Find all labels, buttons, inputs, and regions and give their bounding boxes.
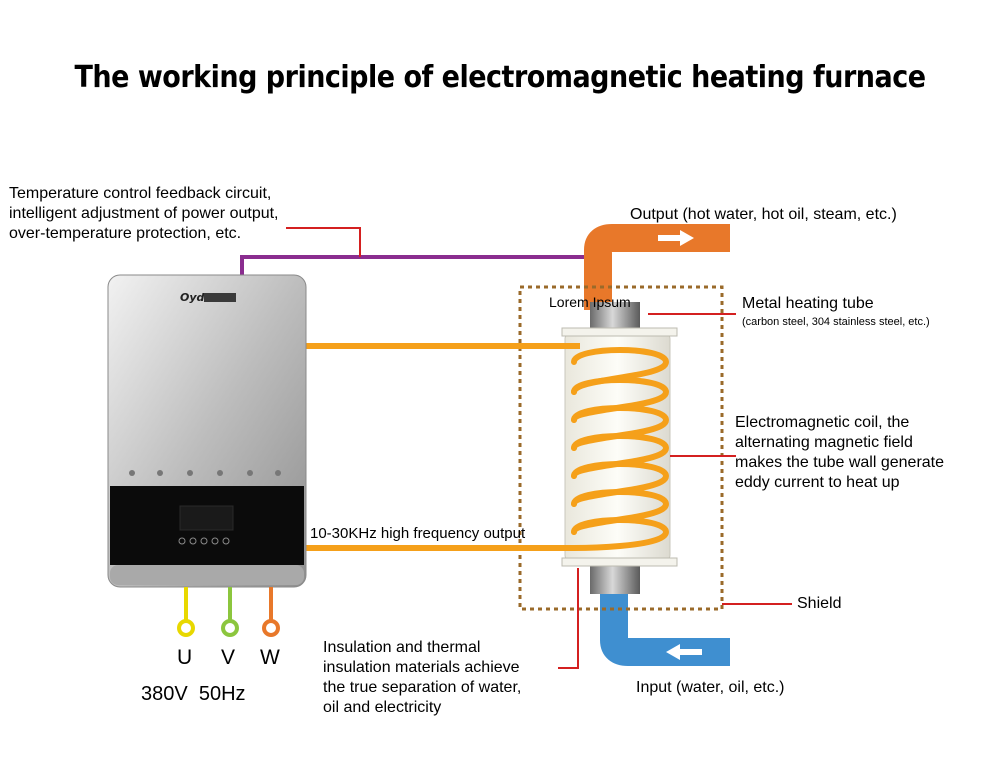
output-pipe bbox=[584, 224, 730, 310]
insulation-cylinder bbox=[561, 327, 678, 567]
diagram-title: The working principle of electromagnetic… bbox=[74, 60, 926, 95]
input-label: Input (water, oil, etc.) bbox=[636, 679, 785, 696]
phase-u-terminal bbox=[177, 619, 195, 637]
output-arrow-icon bbox=[658, 230, 694, 246]
coil-line: eddy current to heat up bbox=[735, 474, 900, 491]
coil-line: alternating magnetic field bbox=[735, 434, 913, 451]
insulation-line: the true separation of water, bbox=[323, 679, 522, 696]
input-arrow-icon bbox=[666, 644, 702, 660]
tube-title-label: Metal heating tube bbox=[742, 295, 874, 312]
feedback-line: Temperature control feedback circuit, bbox=[9, 185, 272, 202]
feedback-line: intelligent adjustment of power output, bbox=[9, 205, 279, 222]
shield-label: Shield bbox=[797, 595, 842, 612]
controller-device: Oyd bbox=[107, 274, 307, 588]
svg-text:Oyd: Oyd bbox=[180, 291, 205, 304]
coil-leads bbox=[306, 343, 580, 551]
tube-subtitle-label: (carbon steel, 304 stainless steel, etc.… bbox=[742, 316, 930, 328]
electromagnetic-coil bbox=[571, 347, 670, 551]
insulation-line: insulation materials achieve bbox=[323, 659, 520, 676]
phase-v-label: V bbox=[221, 646, 236, 669]
brand-logo: Oyd bbox=[180, 291, 236, 304]
power-spec-label: 380V 50Hz bbox=[141, 683, 246, 705]
phase-v-terminal bbox=[221, 619, 239, 637]
insulation-label: Insulation and thermal insulation materi… bbox=[323, 638, 521, 718]
shield-box bbox=[518, 285, 724, 611]
insulation-line: Insulation and thermal bbox=[323, 639, 481, 656]
coil-label: Electromagnetic coil, the alternating ma… bbox=[735, 413, 944, 493]
leader-lines bbox=[558, 313, 792, 669]
coil-line: makes the tube wall generate bbox=[735, 454, 945, 471]
phase-u-label: U bbox=[177, 646, 193, 669]
coil-line: Electromagnetic coil, the bbox=[735, 414, 910, 431]
phase-w-label: W bbox=[260, 646, 280, 669]
device-buttons bbox=[178, 537, 230, 545]
feedback-label: Temperature control feedback circuit, in… bbox=[9, 184, 279, 244]
output-label: Output (hot water, hot oil, steam, etc.) bbox=[630, 206, 897, 223]
device-bottom-trim bbox=[110, 565, 304, 585]
phase-w-terminal bbox=[262, 619, 280, 637]
device-status-icons bbox=[129, 470, 281, 476]
frequency-label: 10-30KHz high frequency output bbox=[310, 525, 526, 542]
lorem-label: Lorem Ipsum bbox=[549, 294, 631, 310]
feedback-line: over-temperature protection, etc. bbox=[9, 225, 242, 242]
insulation-leader bbox=[558, 568, 579, 669]
insulation-line: oil and electricity bbox=[323, 699, 442, 716]
power-cables bbox=[177, 587, 280, 637]
input-pipe bbox=[600, 590, 730, 666]
device-screen bbox=[179, 505, 234, 531]
feedback-leader bbox=[286, 227, 361, 257]
